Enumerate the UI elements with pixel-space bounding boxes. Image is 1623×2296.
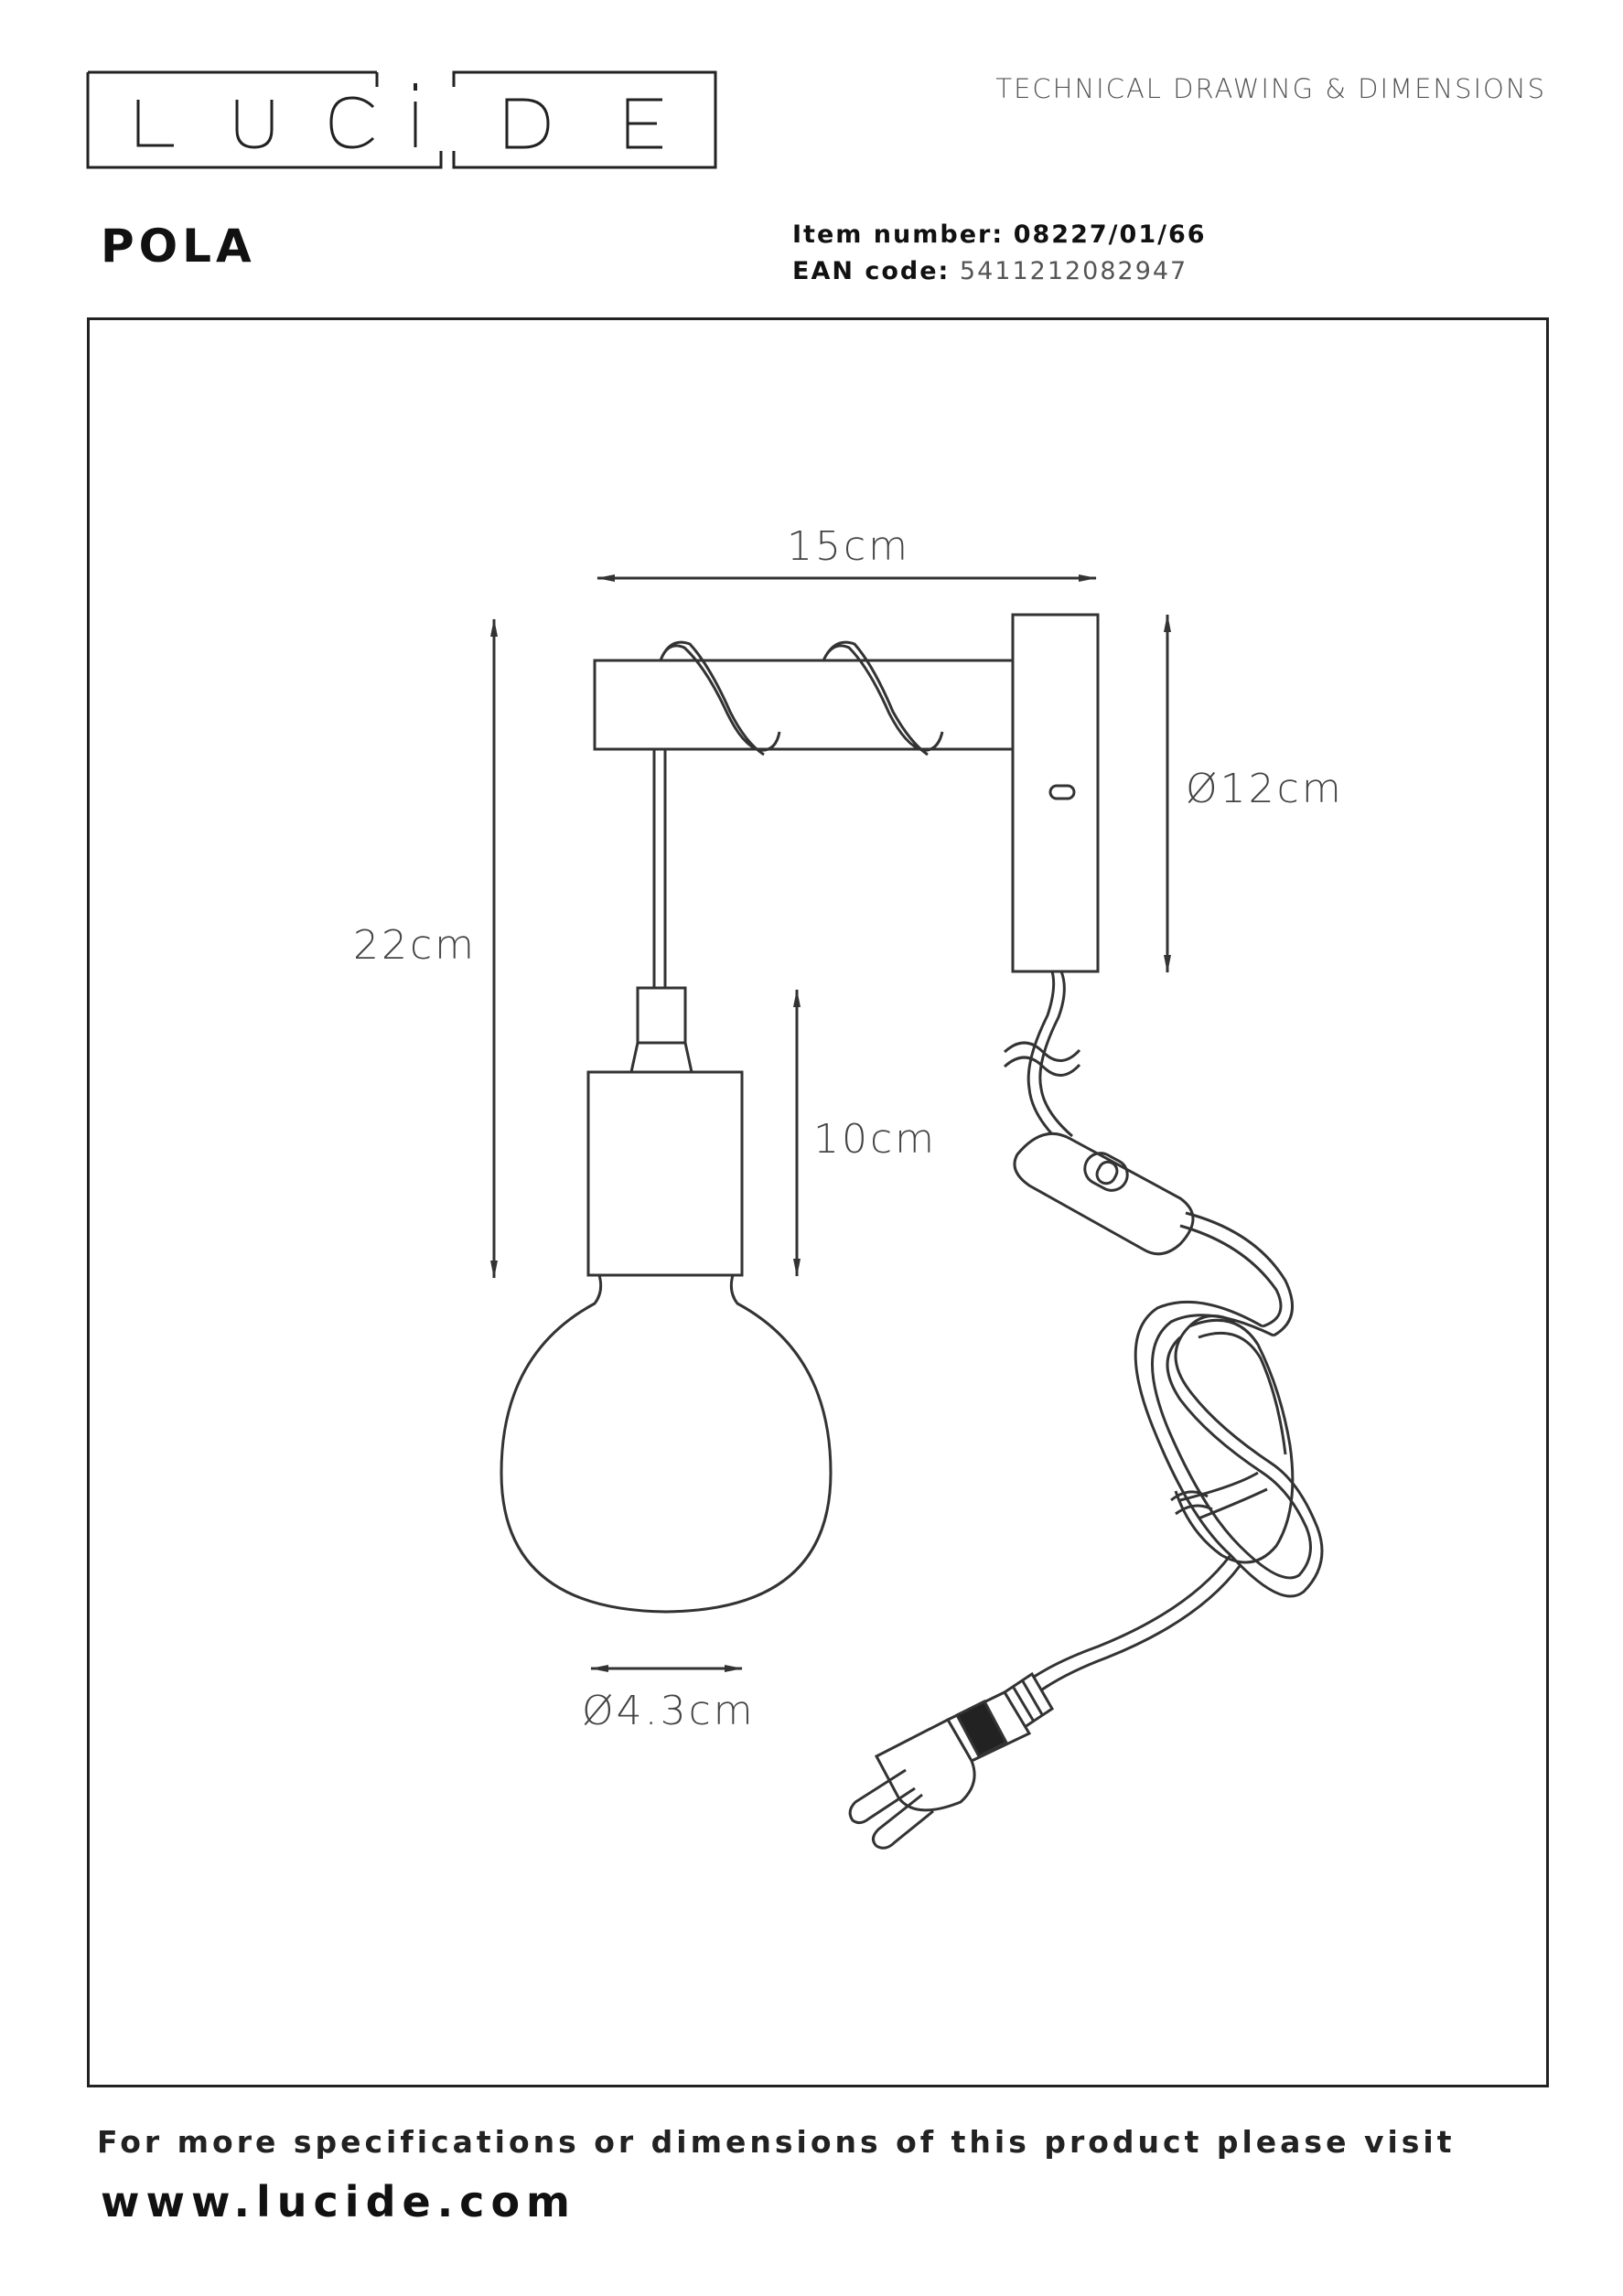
product-name: POLA xyxy=(101,220,256,273)
ean-value: 5411212082947 xyxy=(959,257,1188,285)
dim-total-height: 22cm xyxy=(353,922,477,969)
dim-socket-height: 10cm xyxy=(813,1116,937,1163)
drawing-frame xyxy=(87,317,1549,2087)
plug-cord xyxy=(1024,1554,1241,1696)
socket-cap xyxy=(636,986,687,1045)
dim-socket-diameter: Ø4.3cm xyxy=(582,1688,756,1734)
wrapped-cable xyxy=(659,640,781,756)
document-type-label: TECHNICAL DRAWING & DIMENSIONS xyxy=(995,73,1546,104)
item-number-row: Item number: 08227/01/66 xyxy=(792,217,1207,253)
inline-switch xyxy=(1013,1132,1195,1256)
lucide-logo-graphic xyxy=(86,70,717,169)
wall-plate xyxy=(1011,613,1100,973)
power-cord-lower xyxy=(1179,1211,1294,1337)
product-meta: Item number: 08227/01/66 EAN code: 54112… xyxy=(792,217,1207,290)
item-number-value: 08227/01/66 xyxy=(1013,220,1207,249)
switch-button xyxy=(1083,1152,1129,1192)
coiled-cable xyxy=(1134,1300,1324,1598)
item-number-label: Item number: xyxy=(792,220,1005,249)
footer-info-text: For more specifications or dimensions of… xyxy=(97,2124,1456,2160)
ean-row: EAN code: 5411212082947 xyxy=(792,253,1207,290)
dim-plate-diameter: Ø12cm xyxy=(1186,766,1344,812)
bulb xyxy=(500,1274,833,1614)
brand-logo xyxy=(86,70,717,169)
footer-website-link[interactable]: www.lucide.com xyxy=(101,2177,576,2226)
pendant-cord xyxy=(652,749,667,988)
power-cord-upper xyxy=(1026,971,1073,1145)
arm xyxy=(593,659,1015,751)
plug-pins xyxy=(848,1768,934,1850)
ean-label: EAN code: xyxy=(792,257,951,285)
plate-switch-slot xyxy=(1048,784,1076,800)
dim-bracket-width: 15cm xyxy=(787,523,910,570)
socket-body xyxy=(586,1070,744,1277)
